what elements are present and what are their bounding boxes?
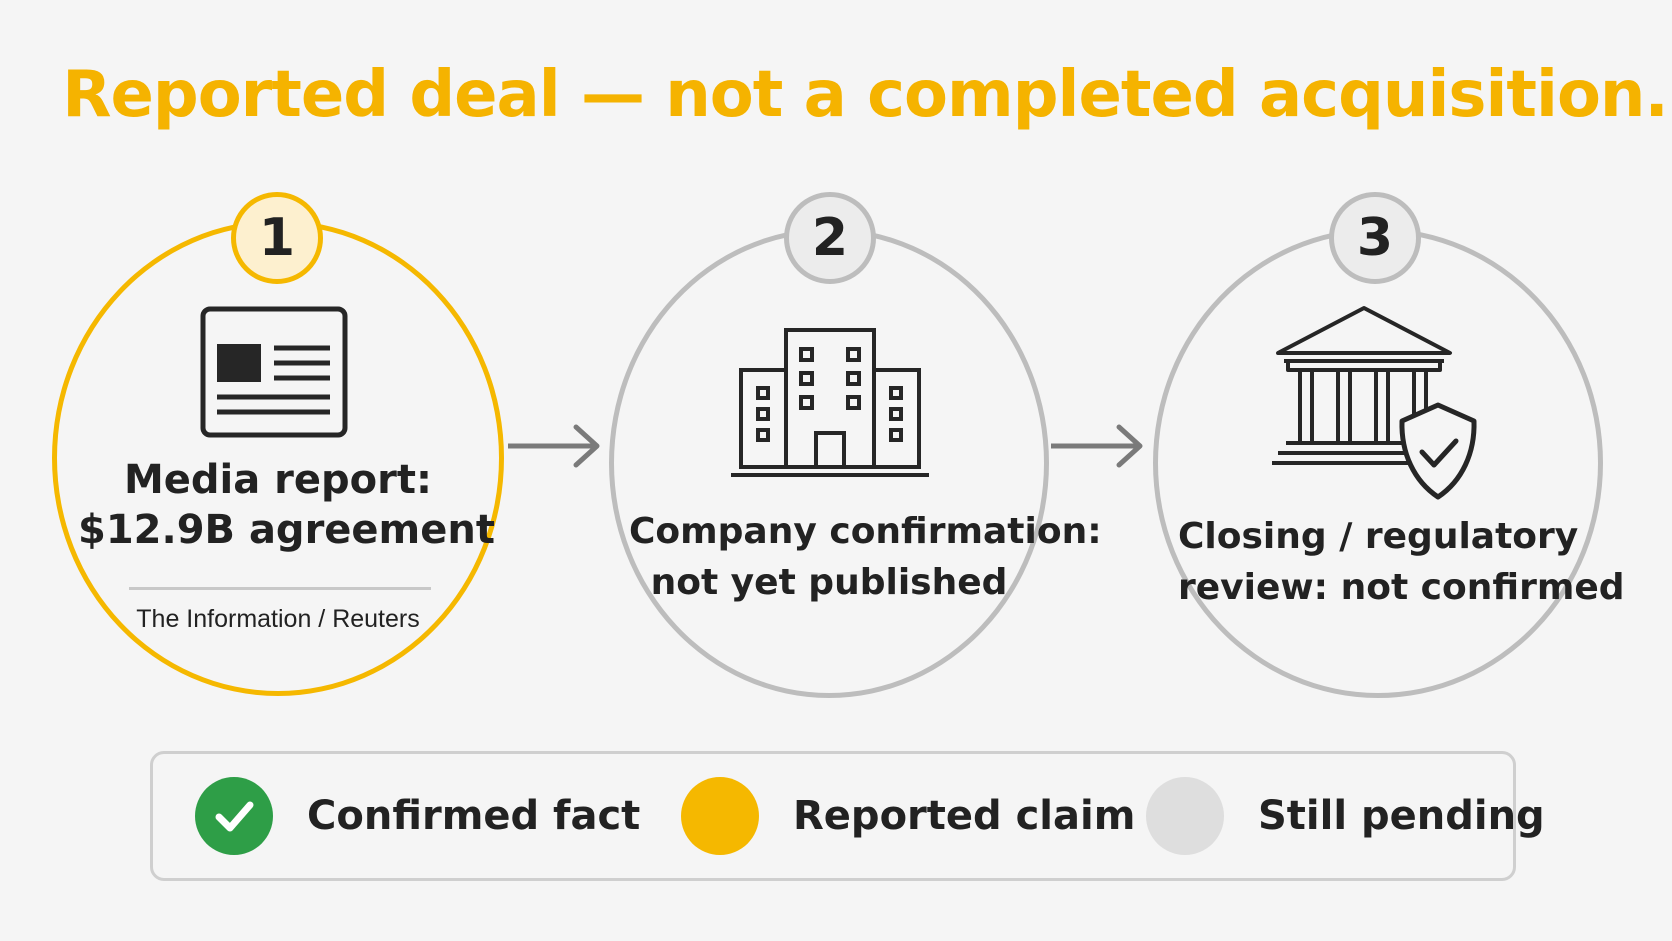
step-1-divider [129, 587, 431, 590]
legend-item-reported: Reported claim [681, 754, 1135, 878]
legend: Confirmed fact Reported claim Still pend… [150, 751, 1545, 881]
step-1-text: Media report: $12.9B agreement [78, 455, 495, 555]
arrow-1-to-2 [508, 424, 600, 468]
step-3-text: Closing / regulatory review: not confirm… [1178, 511, 1625, 613]
step-1-line-1: Media report: [123, 457, 432, 503]
step-1-number-badge: 1 [231, 192, 323, 284]
step-1-source: The Information / Reuters [136, 605, 420, 633]
government-building-shield-icon [1272, 306, 1477, 500]
legend-label-confirmed: Confirmed fact [307, 793, 641, 839]
step-3-line-1: Closing / regulatory [1178, 516, 1579, 557]
legend-label-reported: Reported claim [793, 793, 1136, 839]
still-pending-swatch [1146, 777, 1224, 855]
step-3-line-2: review: not confirmed [1178, 567, 1625, 609]
confirmed-fact-swatch [195, 777, 273, 855]
step-2-text: Company confirmation: not yet published [629, 506, 1102, 608]
legend-item-pending: Still pending [1146, 754, 1545, 878]
step-1-circle [52, 220, 504, 696]
arrow-2-to-3 [1051, 424, 1143, 468]
step-1-line-2: $12.9B agreement [78, 507, 495, 553]
check-icon [215, 801, 254, 832]
page-title: Reported deal — not a completed acquisit… [62, 58, 1669, 132]
office-building-icon [731, 328, 929, 477]
legend-item-confirmed: Confirmed fact [195, 754, 640, 878]
step-2-line-1: Company confirmation: [629, 511, 1102, 552]
step-2-circle [609, 228, 1049, 698]
reported-claim-swatch [681, 777, 759, 855]
step-2-number-badge: 2 [784, 192, 876, 284]
step-3-number-badge: 3 [1329, 192, 1421, 284]
legend-label-pending: Still pending [1258, 793, 1545, 839]
newspaper-icon [200, 306, 348, 438]
step-2-line-2: not yet published [650, 562, 1008, 604]
